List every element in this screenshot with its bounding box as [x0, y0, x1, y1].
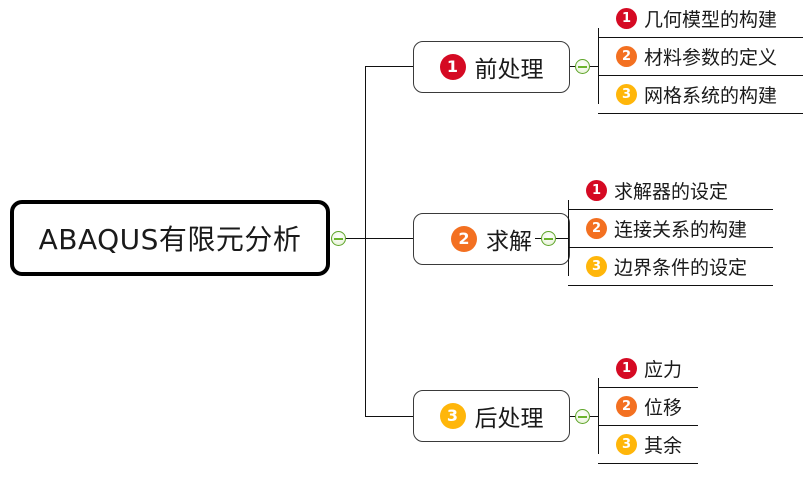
- branch-badge-1: 1: [439, 54, 466, 80]
- leaf-label-2-1: 求解器的设定: [614, 181, 729, 203]
- root-node-label: ABAQUS有限元分析: [38, 223, 302, 256]
- leaf-badge-3-1: 1: [616, 358, 637, 379]
- branch-node-3[interactable]: 3 后处理: [413, 390, 570, 442]
- leaf-badge-2-3: 3: [586, 256, 607, 277]
- leaf-item-2-3[interactable]: 3 边界条件的设定: [568, 248, 773, 286]
- connector-trunk: [365, 66, 366, 416]
- connector-branch-3-out: [570, 416, 578, 417]
- collapse-toggle-root[interactable]: [331, 231, 346, 246]
- connector-branch-1-leafstub: [590, 66, 598, 67]
- leaf-label-2-3: 边界条件的设定: [614, 257, 748, 279]
- connector-leafspine-2: [568, 200, 569, 276]
- leaf-item-3-3[interactable]: 3 其余: [598, 426, 698, 464]
- branch-label-2: 求解: [486, 229, 532, 255]
- leaf-badge-1-2: 2: [616, 46, 637, 67]
- leaf-badge-1-3: 3: [616, 84, 637, 105]
- leaf-item-1-1[interactable]: 1 几何模型的构建: [598, 0, 803, 38]
- connector-branch-3: [365, 416, 413, 417]
- connector-branch-2-leafstub: [556, 238, 568, 239]
- leaf-group-2: 1 求解器的设定 2 连接关系的构建 3 边界条件的设定: [568, 172, 773, 286]
- leaf-badge-2-1: 1: [586, 180, 607, 201]
- leaf-badge-2-2: 2: [586, 218, 607, 239]
- leaf-item-2-1[interactable]: 1 求解器的设定: [568, 172, 773, 210]
- branch-label-3: 后处理: [474, 406, 544, 432]
- collapse-toggle-branch-2[interactable]: [541, 231, 556, 246]
- connector-leafspine-1: [598, 28, 599, 104]
- leaf-badge-3-3: 3: [616, 434, 637, 455]
- leaf-group-3: 1 应力 2 位移 3 其余: [598, 350, 698, 464]
- leaf-badge-3-2: 2: [616, 396, 637, 417]
- connector-leafspine-3: [598, 378, 599, 454]
- leaf-label-1-1: 几何模型的构建: [644, 9, 778, 31]
- connector-branch-1: [365, 66, 413, 67]
- leaf-group-1: 1 几何模型的构建 2 材料参数的定义 3 网格系统的构建: [598, 0, 803, 114]
- branch-label-1: 前处理: [474, 57, 544, 83]
- leaf-label-2-2: 连接关系的构建: [614, 219, 748, 241]
- collapse-toggle-branch-3[interactable]: [575, 409, 590, 424]
- connector-branch-2-out: [535, 238, 543, 239]
- leaf-label-3-2: 位移: [644, 397, 683, 419]
- leaf-item-1-2[interactable]: 2 材料参数的定义: [598, 38, 803, 76]
- leaf-item-1-3[interactable]: 3 网格系统的构建: [598, 76, 803, 114]
- connector-root-stub: [345, 238, 365, 239]
- leaf-label-3-3: 其余: [644, 435, 683, 457]
- branch-badge-2: 2: [451, 226, 477, 252]
- leaf-item-2-2[interactable]: 2 连接关系的构建: [568, 210, 773, 248]
- branch-badge-3: 3: [439, 403, 466, 429]
- collapse-toggle-branch-1[interactable]: [575, 59, 590, 74]
- leaf-item-3-1[interactable]: 1 应力: [598, 350, 698, 388]
- leaf-label-1-2: 材料参数的定义: [644, 47, 778, 69]
- connector-branch-2: [365, 238, 413, 239]
- root-node[interactable]: ABAQUS有限元分析: [10, 200, 330, 276]
- branch-node-1[interactable]: 1 前处理: [413, 41, 570, 93]
- leaf-label-1-3: 网格系统的构建: [644, 85, 778, 107]
- leaf-item-3-2[interactable]: 2 位移: [598, 388, 698, 426]
- leaf-label-3-1: 应力: [644, 359, 683, 381]
- connector-branch-1-out: [570, 66, 578, 67]
- leaf-badge-1-1: 1: [616, 8, 637, 29]
- connector-branch-3-leafstub: [590, 416, 598, 417]
